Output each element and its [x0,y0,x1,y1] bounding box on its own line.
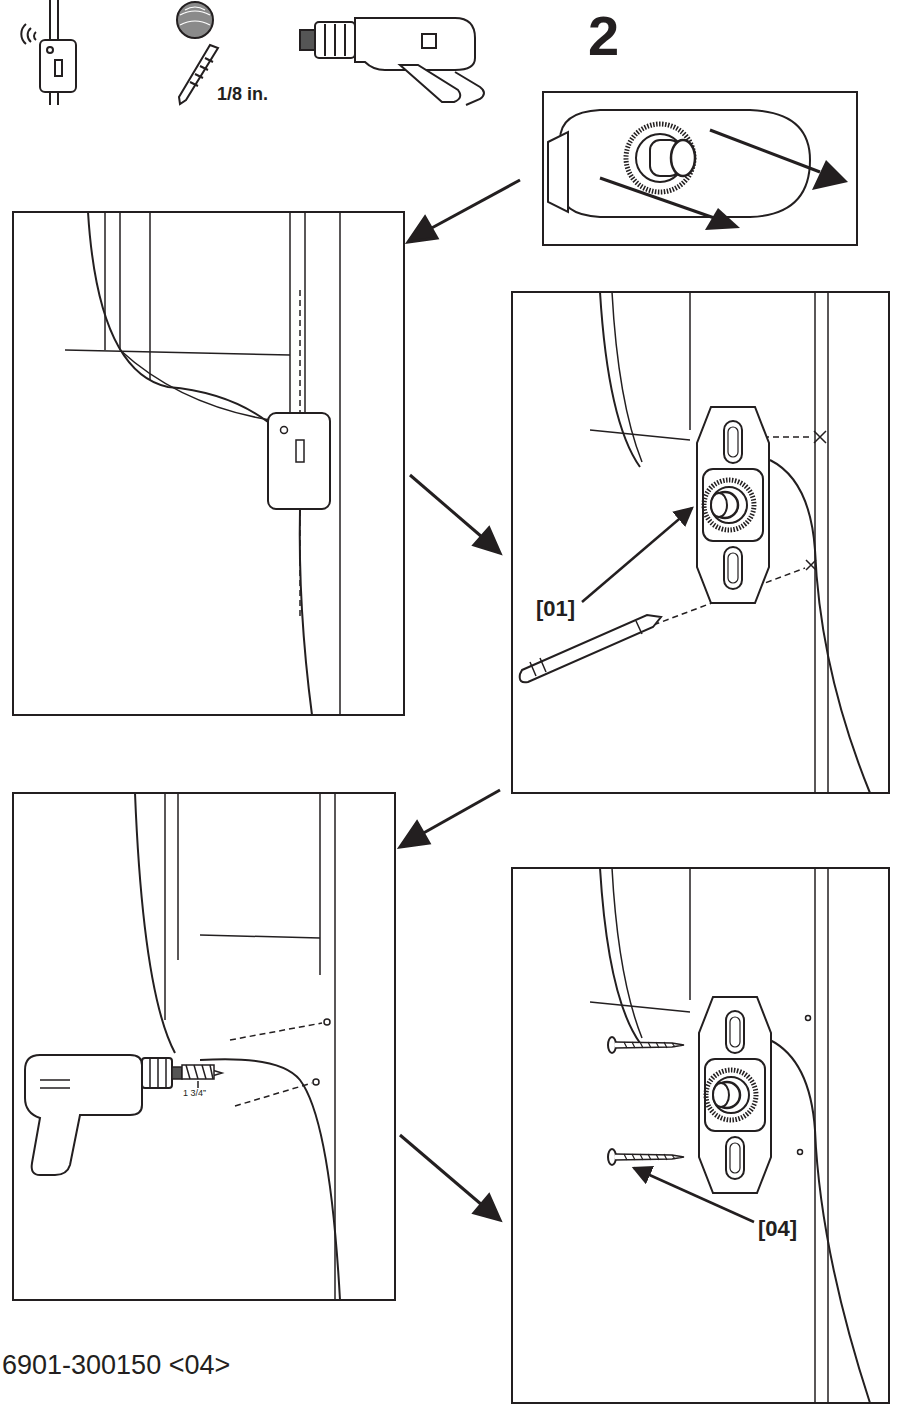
panel-drill-holes [13,793,395,1300]
panel-mark-holes [512,292,889,793]
callout-number: [04] [758,1218,797,1240]
callout-number: [01] [536,598,575,620]
part-code: 6901-300150 <04> [2,1352,230,1379]
drill-depth: 1 3/4” [183,1089,206,1098]
switch-icon [21,0,76,105]
step-arrows [400,180,520,1220]
bit-size: 1/8 in. [217,85,268,103]
panel-fasten-screws [512,868,889,1403]
panel-position-sensor [13,212,404,715]
step-number: 2 [588,8,619,64]
drill-icon [300,18,484,105]
detail-inset [543,92,857,245]
drill-bit-icon [177,2,218,104]
